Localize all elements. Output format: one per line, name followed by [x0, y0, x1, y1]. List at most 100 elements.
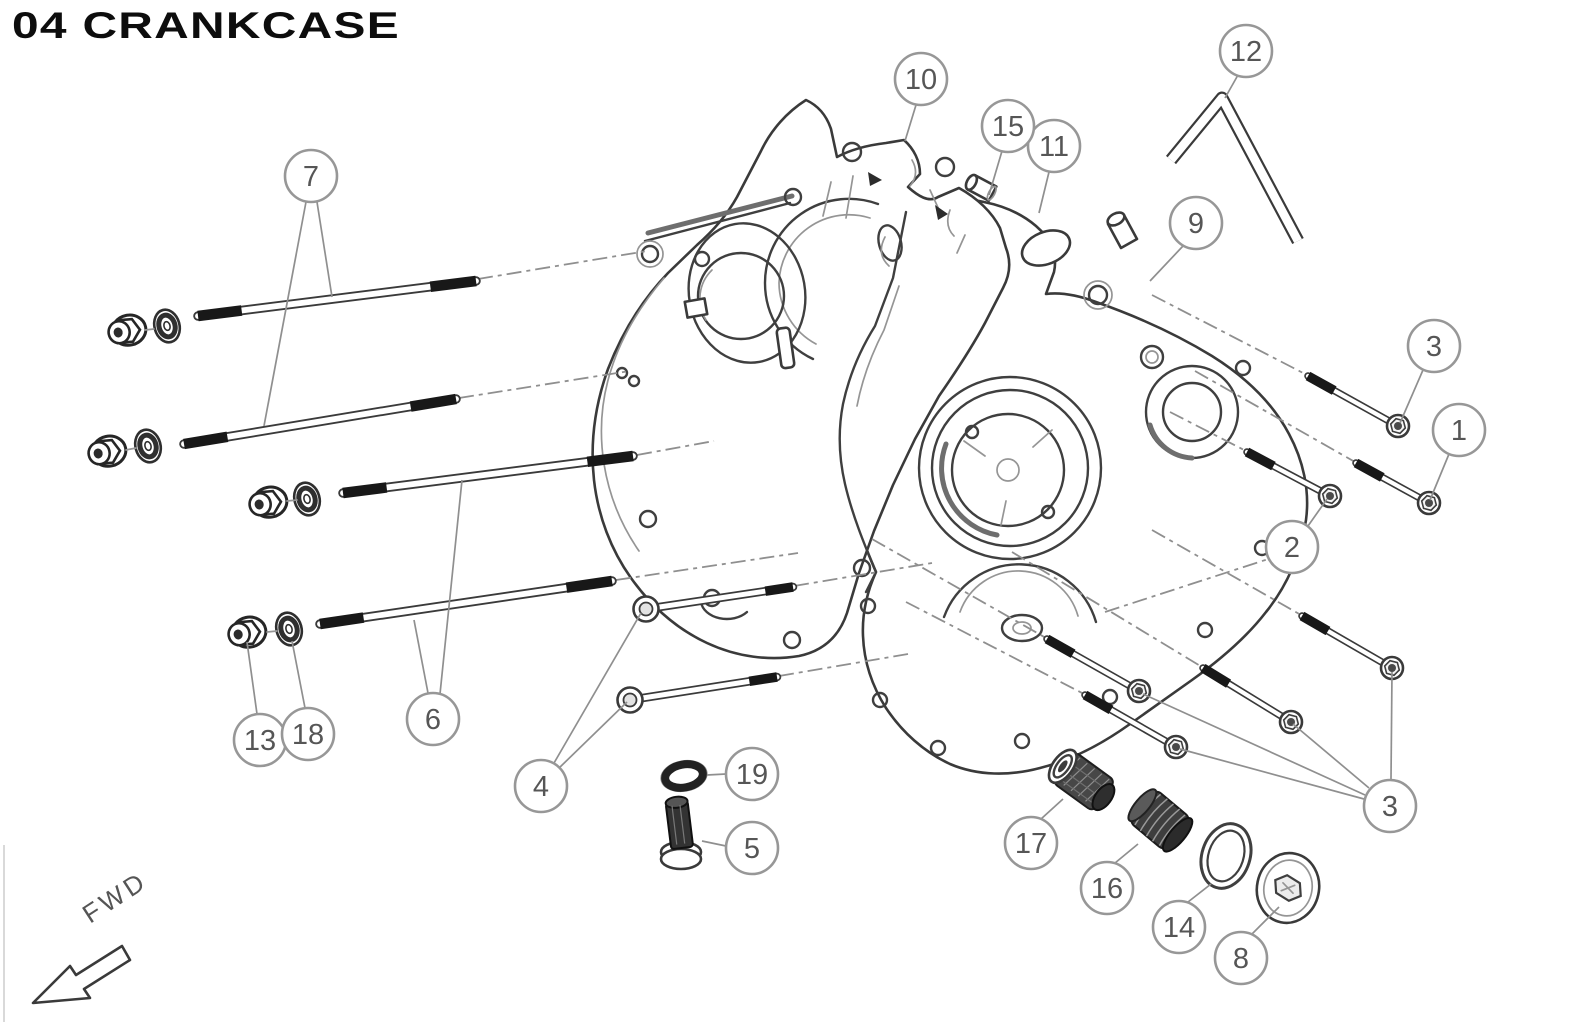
washer-hole — [285, 623, 293, 635]
callout-circle — [980, 98, 1036, 154]
nut-washer-link — [125, 447, 137, 451]
bolt-thread — [1044, 634, 1076, 658]
stud — [338, 450, 638, 499]
leader-line — [1179, 748, 1365, 800]
bolt-thread — [764, 582, 794, 596]
bolt-thread — [748, 672, 778, 687]
flange-nut — [87, 434, 128, 468]
callout-3: 3 — [1142, 671, 1418, 834]
callout-15: 15 — [980, 98, 1036, 196]
stud-thread-right — [586, 450, 634, 468]
hex-flange-bolt — [1352, 458, 1442, 516]
leader-line — [1224, 74, 1239, 99]
callout-circle — [1213, 930, 1269, 986]
hex-flange-bolt — [1243, 447, 1343, 509]
leader-line — [1390, 671, 1393, 780]
bolt-thread — [1353, 458, 1385, 482]
oil-strainer — [1047, 748, 1116, 812]
stud-body — [317, 578, 615, 627]
callout-number: 7 — [303, 161, 319, 193]
leader-line — [1307, 498, 1328, 527]
callout-circle — [405, 691, 461, 747]
nut-hole — [254, 499, 264, 510]
washer — [292, 481, 322, 517]
centerline — [1011, 551, 1203, 668]
callout-16: 16 — [1079, 843, 1139, 916]
stud — [179, 393, 461, 450]
stud — [193, 275, 481, 322]
leader-line — [553, 612, 642, 764]
callout-number: 2 — [1284, 532, 1300, 564]
flange-nut — [107, 313, 148, 347]
washer-hole — [144, 440, 152, 452]
leader-line — [246, 641, 258, 715]
flange-nut — [248, 485, 289, 519]
fastener-hardware — [87, 275, 1442, 760]
crankcase-assembly-drawing — [591, 98, 1309, 775]
small-oring — [660, 759, 708, 793]
callout-13: 13 — [232, 641, 288, 768]
callout-circle — [1079, 860, 1135, 916]
leader-line — [316, 201, 333, 298]
callout-circle — [1003, 815, 1059, 871]
leader-line — [1251, 906, 1280, 935]
callout-number: 6 — [425, 704, 441, 736]
leader-line — [1399, 369, 1424, 424]
callout-circle — [283, 148, 339, 204]
bolt-thread — [1244, 447, 1276, 471]
fwd-label: FWD — [77, 865, 153, 929]
oring — [1199, 822, 1253, 890]
bolt-head-hole — [1326, 492, 1334, 500]
bolt-thread — [1305, 371, 1337, 395]
callout-number: 12 — [1230, 36, 1262, 68]
callout-17: 17 — [1003, 798, 1064, 871]
callout-3: 3 — [1399, 318, 1462, 424]
callout-number: 17 — [1015, 828, 1047, 860]
callout-2: 2 — [1264, 498, 1328, 575]
centerline — [905, 601, 1085, 695]
callout-12: 12 — [1218, 23, 1274, 99]
leader-line — [1187, 883, 1212, 903]
callout-number: 15 — [992, 111, 1024, 143]
callout-number: 4 — [533, 771, 549, 803]
left-crankcase-half — [591, 98, 1011, 660]
bolt-thread — [1299, 611, 1331, 636]
leader-line — [1040, 798, 1064, 820]
centerline — [1151, 294, 1308, 376]
right-case-details — [852, 211, 1271, 757]
callout-number: 14 — [1163, 912, 1195, 944]
nut-hole — [113, 327, 123, 338]
callout-circle — [513, 758, 569, 814]
stud-body — [340, 453, 636, 496]
callout-circle — [893, 51, 949, 107]
washer — [274, 611, 304, 647]
callout-1: 1 — [1429, 402, 1487, 501]
stud-thread-right — [565, 575, 613, 593]
leader-line — [1038, 171, 1050, 214]
socket-head-bolt — [616, 672, 782, 714]
stud-thread-left — [342, 482, 388, 499]
washer-ring — [137, 432, 159, 460]
callout-6: 6 — [405, 479, 463, 747]
callout-9: 9 — [1149, 195, 1224, 282]
callout-19: 19 — [706, 746, 780, 802]
bolt-head-hole — [1388, 664, 1396, 672]
centerline — [1194, 370, 1356, 463]
callout-7: 7 — [263, 148, 339, 427]
centerline — [1104, 550, 1294, 613]
bolt-head-hole — [1172, 743, 1180, 751]
leader-line — [1149, 245, 1184, 282]
nut-washer-link — [266, 630, 278, 633]
leader-line — [701, 840, 727, 847]
leader-line — [1292, 723, 1370, 789]
bolt-thread — [1082, 690, 1114, 715]
threaded-plug — [1127, 788, 1194, 853]
fwd-arrow — [31, 944, 132, 1005]
callout-number: 8 — [1233, 943, 1249, 975]
leader-line — [556, 701, 628, 771]
hex-flange-bolt — [1081, 690, 1189, 760]
hex-key — [1165, 91, 1304, 245]
callout-number: 10 — [905, 64, 937, 96]
